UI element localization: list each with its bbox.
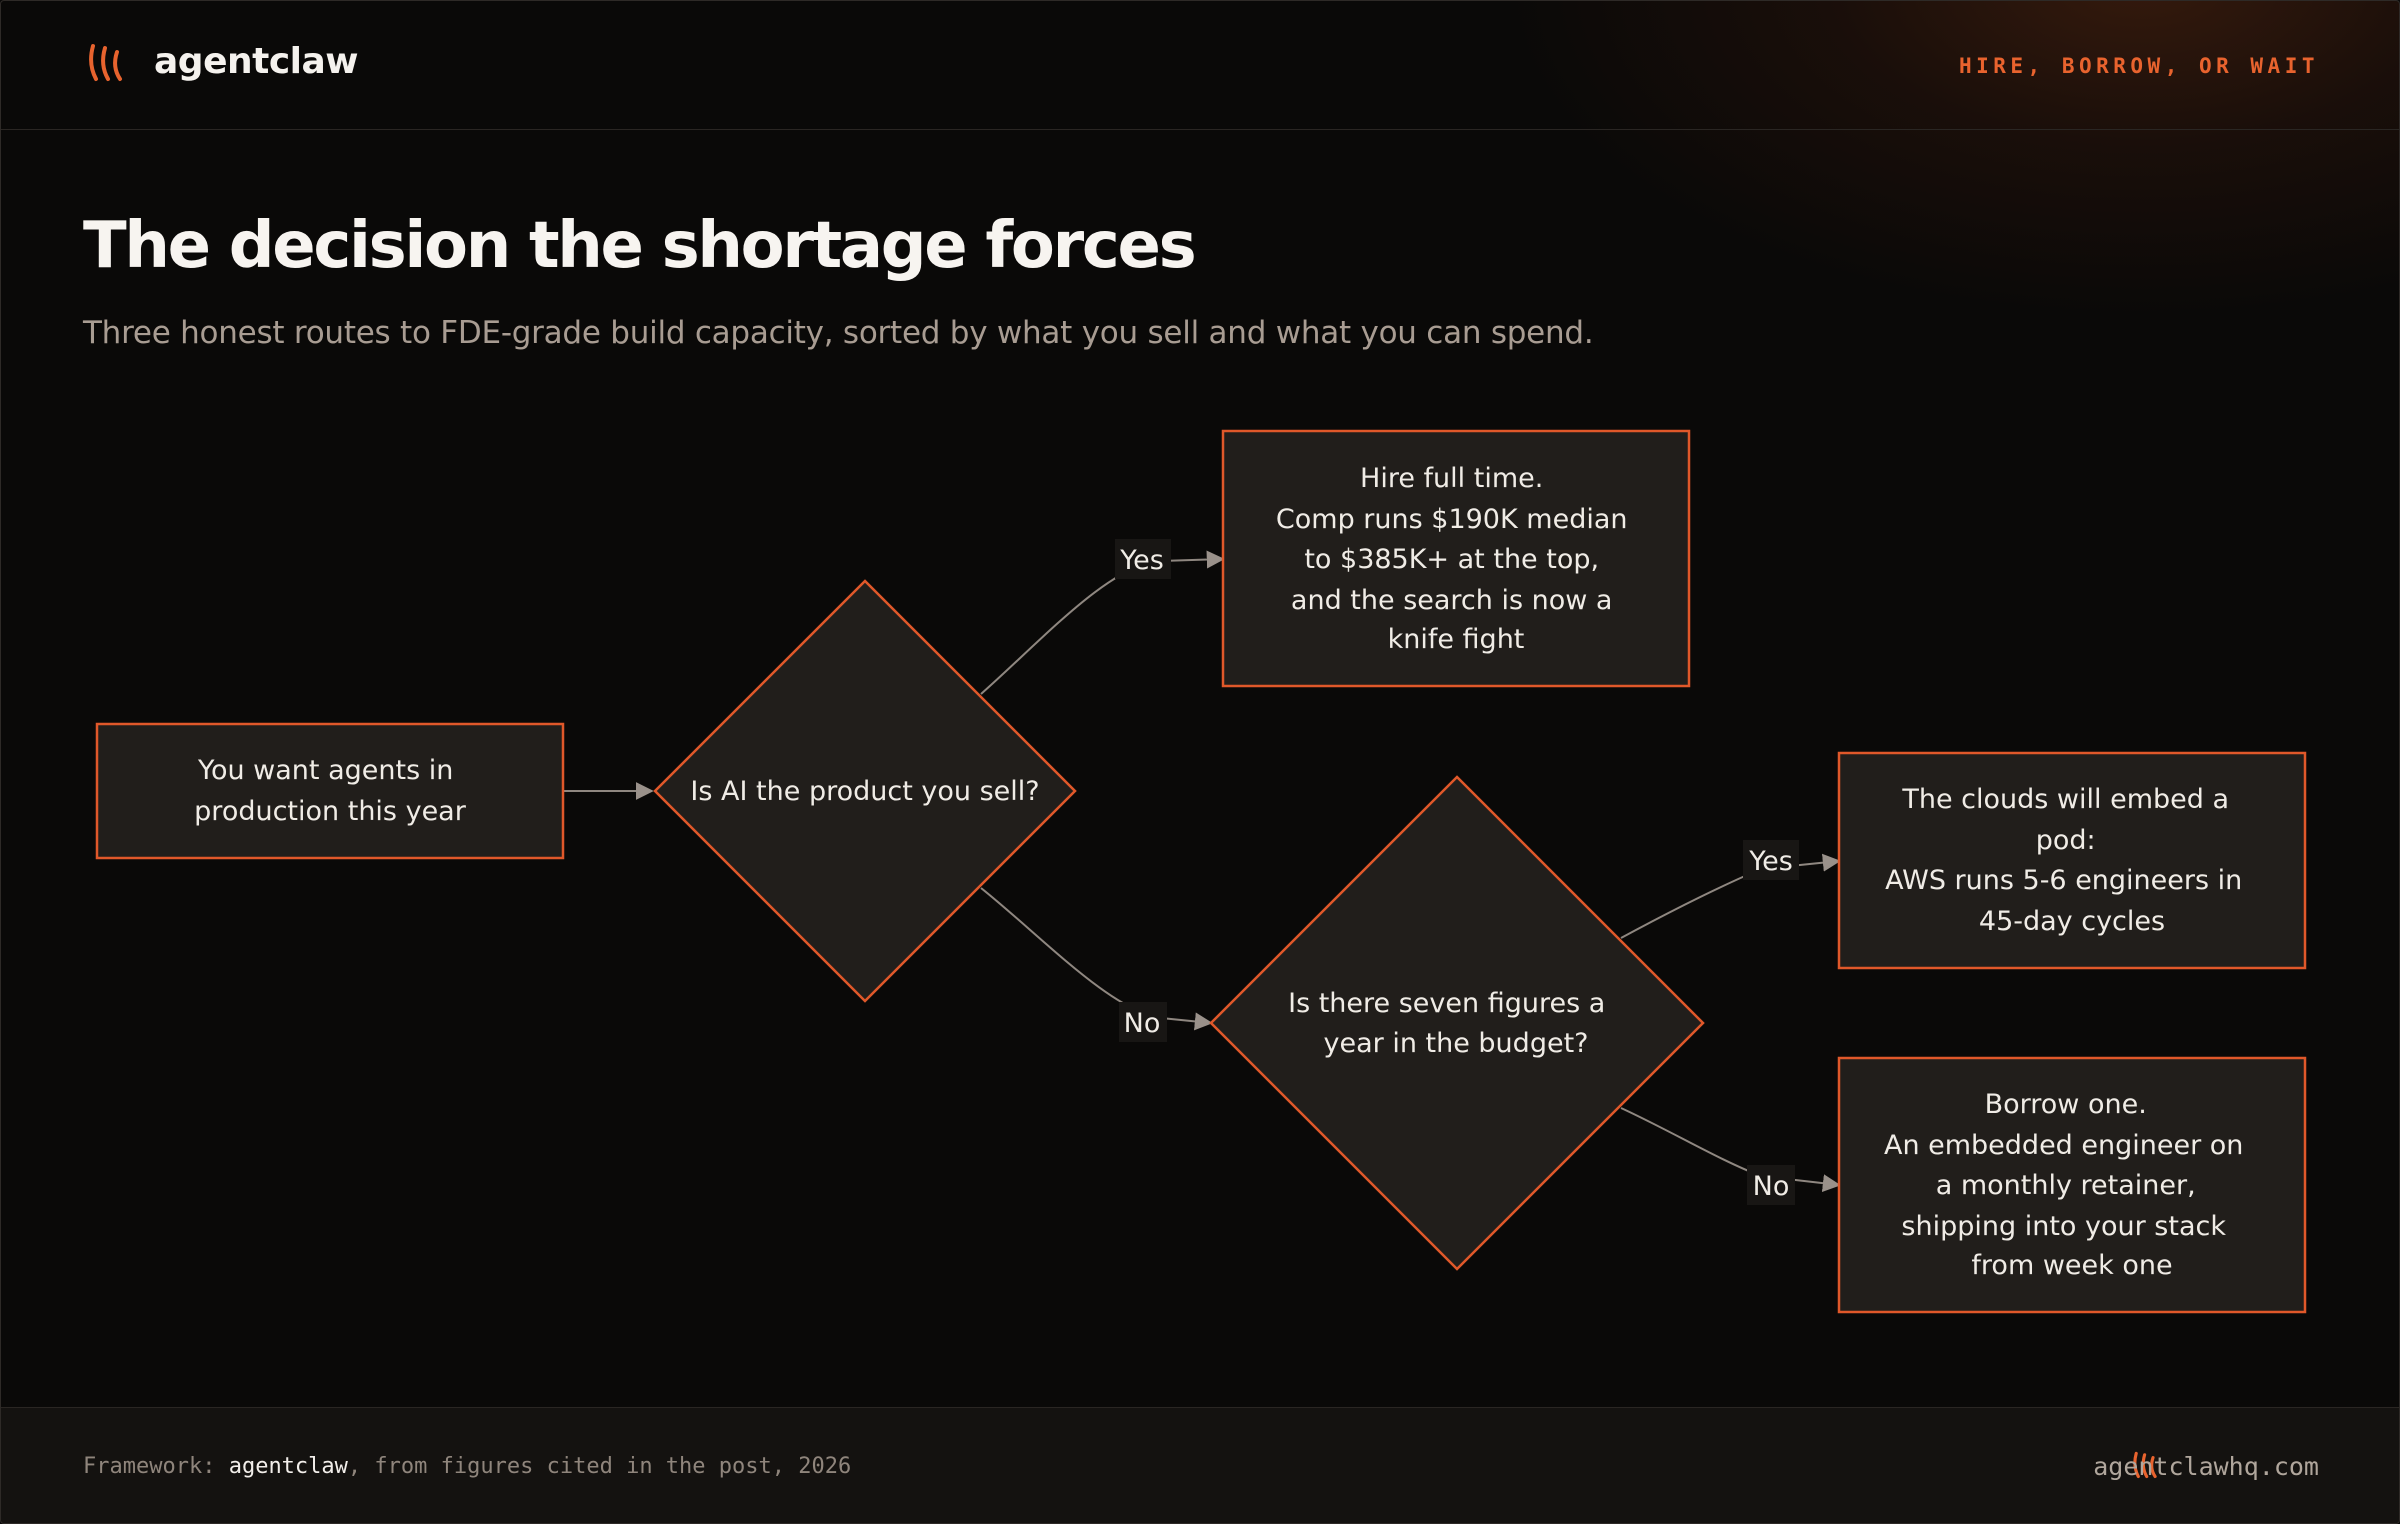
edge-label-no: No [1753,1171,1790,1202]
header: agentclaw HIRE, BORROW, OR WAIT [1,1,2399,130]
edge-label-bg-no-1 [1119,1002,1167,1042]
footer: Framework: agentclaw, from figures cited… [1,1407,2399,1523]
hire-node [1221,429,1691,688]
decision-budget [1209,775,1705,1271]
edge-label-yes: Yes [1748,846,1793,877]
clouds-node-text: The clouds will embed a pod: AWS runs 5-… [1885,784,2251,937]
clouds-node [1837,751,2307,970]
borrow-node-text: Borrow one. An embedded engineer on a mo… [1884,1089,2252,1281]
page-title: The decision the shortage forces [83,209,1197,283]
edge-label-bg-yes-2 [1743,840,1799,880]
start-node-text: You want agents in production this year [194,755,467,827]
claw-marks-icon [89,44,122,81]
footer-credit-author: agentclaw [228,1454,348,1479]
edge-label-yes: Yes [1119,545,1164,576]
edge-q1-no [980,887,1213,1031]
page-subtitle: Three honest routes to FDE-grade build c… [83,315,1594,351]
decision-sell-ai [653,579,1077,1003]
hire-node-text: Hire full time. Comp runs $190K median t… [1276,463,1636,655]
footer-credit-prefix: Framework: [83,1454,229,1479]
borrow-node [1837,1056,2307,1314]
decision-budget-text: Is there seven figures a year in the bud… [1288,988,1614,1059]
edge-label-bg-yes-1 [1115,539,1171,579]
decision-sell-ai-text: Is AI the product you sell? [690,776,1039,807]
edge-label-no: No [1124,1008,1161,1039]
claw-marks-icon [2133,1451,2157,1479]
edge-q2-yes [1620,853,1841,939]
brand-name: agentclaw [154,41,359,82]
header-tagline: HIRE, BORROW, OR WAIT [1958,54,2319,78]
footer-credit-suffix: , from figures cited in the post, 2026 [347,1454,852,1479]
flowchart: Yes No Yes No You want agents in product… [95,429,2307,1314]
edge-q1-yes [980,550,1225,695]
edge-q2-no [1620,1107,1841,1193]
footer-credit: Framework: agentclaw, from figures cited… [83,1454,851,1479]
edge-label-bg-no-2 [1747,1165,1795,1205]
start-node [95,722,565,860]
footer-url-link[interactable]: agentclawhq.com [2093,1452,2319,1481]
